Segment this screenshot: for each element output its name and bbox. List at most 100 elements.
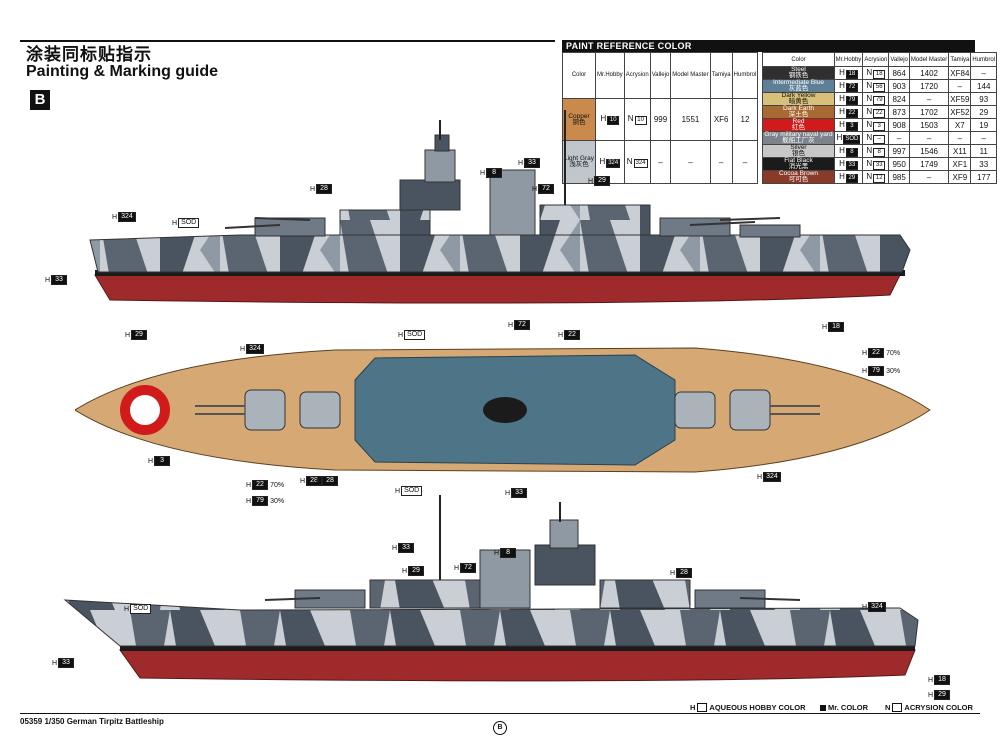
callout-code: 18 (828, 322, 845, 332)
callout-code: 29 (934, 690, 951, 700)
callout-h: H (454, 564, 460, 572)
humbrol-cell: – (970, 66, 998, 80)
column-header: Color (762, 52, 835, 67)
color-name: Cocoa Brown (778, 170, 818, 177)
color-name-cn: 消光黑 (788, 163, 809, 170)
color-name: Intermediate Blue (773, 79, 824, 86)
page-title-chinese: 涂装同标贴指示 (26, 45, 152, 65)
code-box: 79 (845, 95, 858, 105)
callout-code: 324 (763, 472, 781, 482)
callout-h: H (505, 489, 511, 497)
legend-acrysion-text: ACRYSION COLOR (904, 703, 973, 712)
code-box: 12 (873, 173, 886, 183)
tamiya-cell: XF1 (948, 157, 972, 171)
callout-percent: 70% (270, 481, 285, 489)
column-header: Vallejo (649, 52, 672, 99)
side-view-starboard (89, 110, 911, 304)
color-name-cn: 深土色 (788, 111, 809, 118)
color-name: Dark Earth (782, 105, 815, 112)
vallejo-cell: 903 (888, 79, 910, 93)
column-header: Model Master (908, 52, 950, 67)
column-header: Model Master (670, 52, 711, 99)
callout-h: H (928, 676, 934, 684)
color-name-cn: 浅灰色 (569, 161, 589, 169)
callout-h: H (928, 691, 934, 699)
legend-aqueous-text: AQUEOUS HOBBY COLOR (709, 703, 806, 712)
callout-h: H (558, 331, 564, 339)
legend-h-box (697, 703, 708, 712)
column-header: Color (562, 52, 596, 99)
callout-code: 29 (131, 330, 148, 340)
legend-acrysion: N ACRYSION COLOR (885, 703, 973, 712)
page-marker: B (493, 721, 507, 735)
callout-code: 324 (868, 602, 886, 612)
color-name-cn: 灰蓝色 (788, 85, 809, 92)
column-header: Vallejo (888, 52, 910, 67)
callout-h: H (392, 544, 398, 552)
callout-code: 22 (868, 348, 885, 358)
footer-rule (20, 713, 980, 714)
callout-code: 72 (460, 563, 477, 573)
callout-h: H (822, 323, 828, 331)
mm-cell: – (908, 170, 950, 184)
callout-code: 22 (564, 330, 581, 340)
callout-code: 33 (58, 658, 75, 668)
legend-h-mark: H (690, 703, 696, 712)
column-header: Tamiya (948, 52, 972, 67)
callout-code: 79 (252, 496, 269, 506)
code-box: 33 (845, 160, 858, 170)
callout-h: H (862, 367, 868, 375)
code-box: 18 (845, 69, 858, 79)
callout-h: H (532, 185, 538, 193)
code-box: 8 (845, 147, 858, 157)
callout-code: 18 (934, 675, 951, 685)
callout-code: SOD (130, 604, 152, 614)
callout-h: H (246, 481, 252, 489)
column-header: Acrysion (862, 52, 890, 67)
column-header: Humbrol (731, 52, 759, 99)
humbrol-cell: 12 (731, 97, 759, 142)
code-box: 10 (634, 116, 647, 126)
callout-code: 324 (118, 212, 136, 222)
tamiya-cell: XF84 (948, 66, 972, 80)
callout-code: 8 (500, 548, 517, 558)
tamiya-cell: – (709, 140, 733, 184)
callout-code: 28 (676, 568, 693, 578)
callout-code: 3 (154, 456, 171, 466)
callout-h: H (402, 567, 408, 575)
callout-code: 29 (408, 566, 425, 576)
callout-code: 33 (51, 275, 68, 285)
color-name-cn: 钢铁色 (788, 72, 809, 79)
code-box: 3 (845, 121, 858, 131)
callout-code: 28 (316, 184, 333, 194)
column-header: Tamiya (709, 52, 733, 99)
callout-code: 72 (514, 320, 531, 330)
code-box: 3 (873, 121, 886, 131)
side-view-port (63, 495, 919, 682)
callout-percent: 30% (270, 497, 285, 505)
color-name: Red (792, 118, 805, 125)
